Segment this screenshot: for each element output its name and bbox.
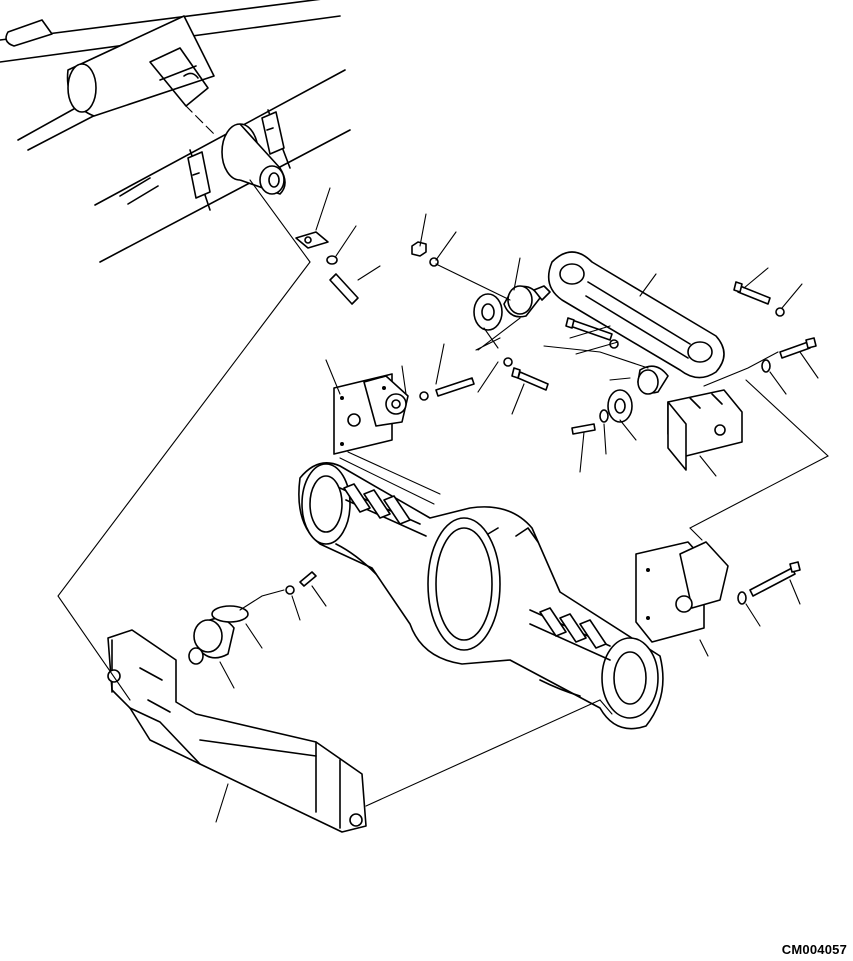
bolt-center-c [435, 377, 475, 397]
bolt-center-b [511, 367, 549, 391]
trunnion-shaft [221, 123, 286, 195]
right-bracket [667, 389, 743, 471]
bushing-right [637, 365, 669, 395]
figure-code: CM004057 [781, 942, 847, 957]
washer-lower-left [285, 585, 295, 595]
small-bolt-c [571, 423, 596, 435]
bushing-left [503, 285, 551, 318]
bolt-right-a [733, 281, 771, 305]
nut-upper [411, 241, 427, 257]
leader-lines [57, 179, 829, 807]
lock-plate [295, 231, 329, 249]
washer-center-c [419, 391, 429, 401]
thrust-plate-left [473, 293, 503, 331]
washer-lower-right [737, 591, 747, 605]
washer-right-b [761, 359, 771, 373]
bolt-right-b [779, 337, 817, 359]
thrust-plate-right [607, 389, 633, 423]
frame-rail [0, 0, 351, 263]
lower-right-bracket [635, 541, 729, 643]
radius-arm [107, 629, 367, 833]
thrust-plate-lower [211, 605, 249, 623]
bolt-lower-right [749, 561, 801, 597]
washer-center-b [503, 357, 513, 367]
small-washer-c [599, 409, 609, 423]
upper-pivot-pin [5, 15, 215, 117]
pivot-bushing [188, 617, 235, 665]
center-link [547, 251, 725, 379]
left-bracket [333, 373, 409, 455]
bolt-lower-left [299, 571, 317, 587]
bolt-top [329, 273, 359, 305]
washer-right-a [775, 307, 785, 317]
callout-lines [215, 187, 819, 823]
axle-housing [298, 462, 664, 730]
washer-top [326, 255, 338, 265]
